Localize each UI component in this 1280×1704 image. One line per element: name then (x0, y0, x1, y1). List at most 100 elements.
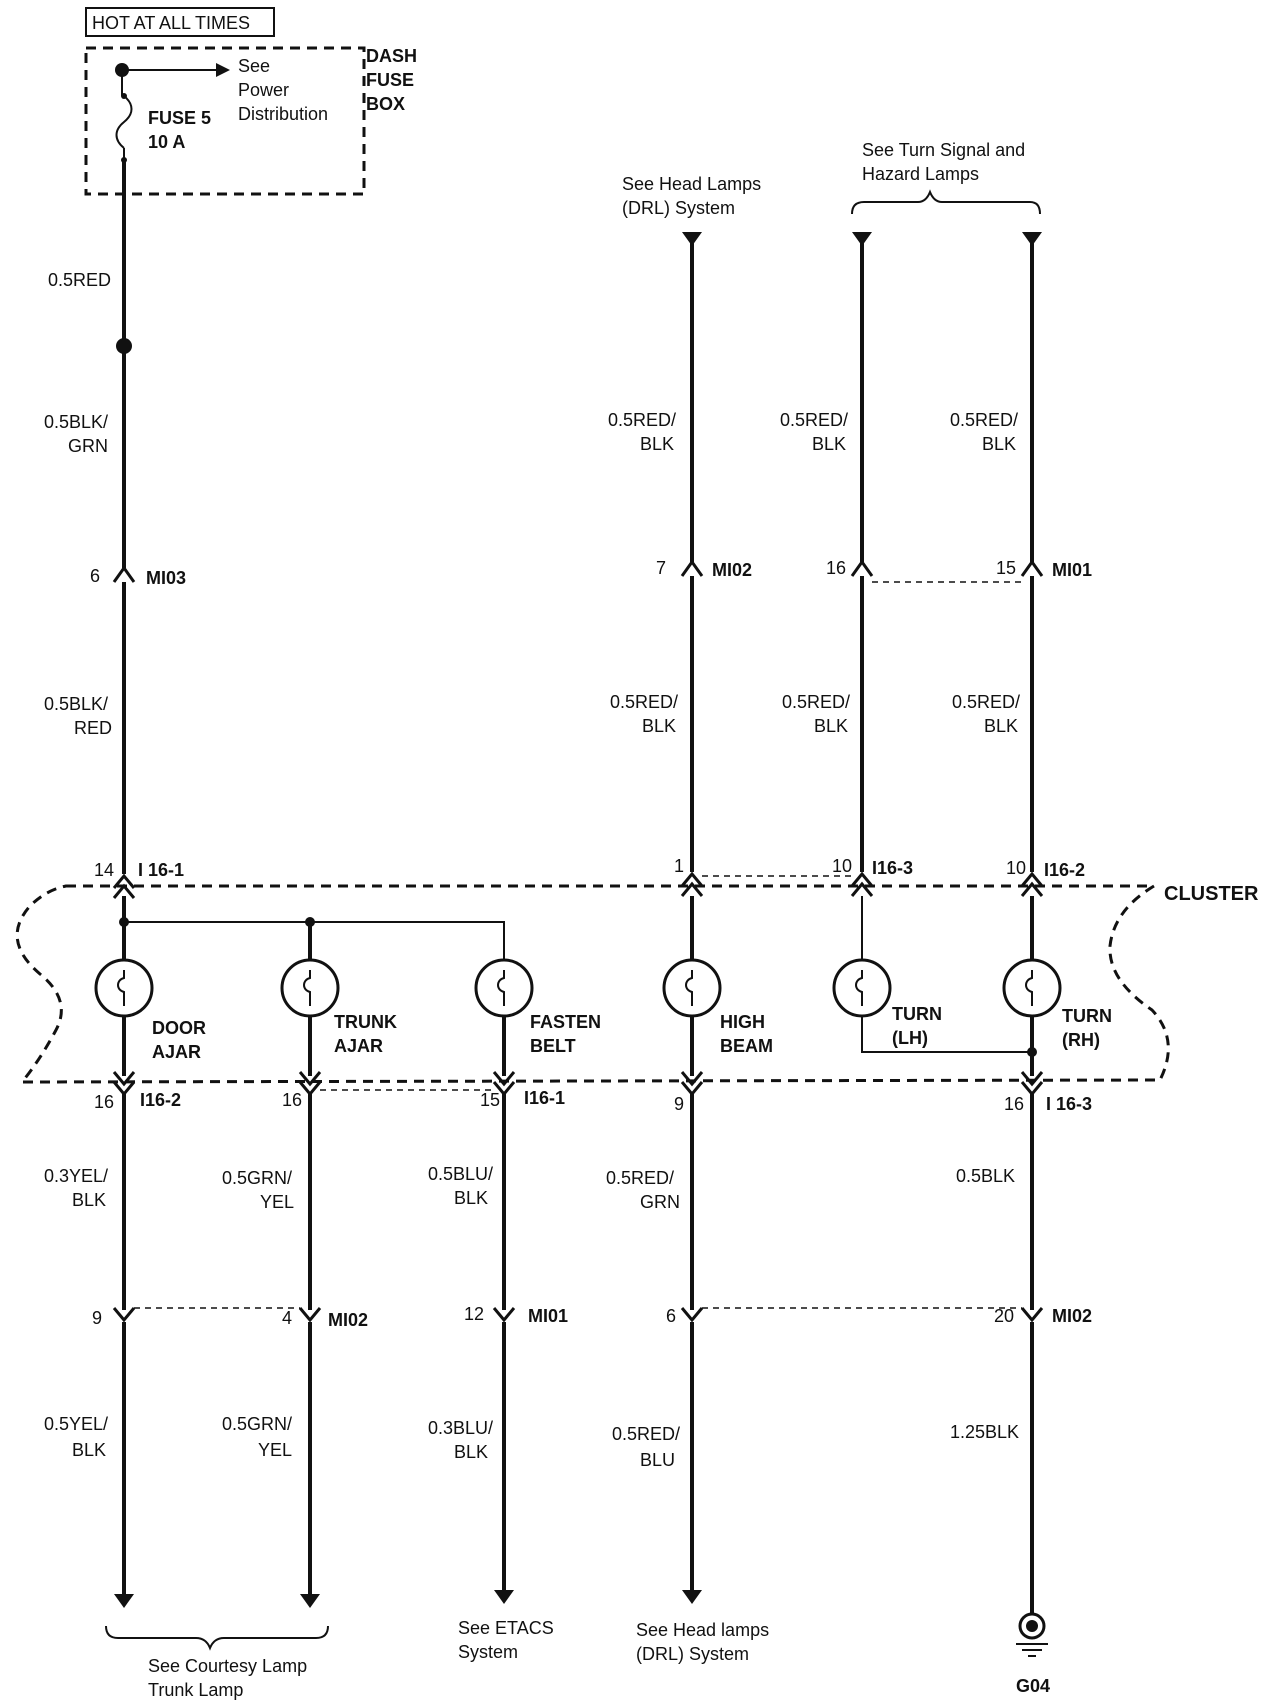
pin-i163-top-b: 10 (832, 856, 852, 876)
lamp-turn-lh (832, 958, 892, 1018)
wire-label-col4a-1: 0.5RED/ (608, 410, 676, 430)
wire-label-col6b-1: 0.5RED/ (952, 692, 1020, 712)
fasten-belt-bulb (474, 958, 534, 1018)
conn-i163-top-b (850, 871, 874, 887)
wire-label-blk-grn-1: 0.5BLK/ (44, 412, 108, 432)
lamp-door-1: DOOR (152, 1018, 206, 1038)
pin-mi02-bot-a: 9 (92, 1308, 102, 1328)
ref-turn-top-2: Hazard Lamps (862, 164, 979, 184)
ref-courtesy-1: See Courtesy Lamp (148, 1656, 307, 1676)
turn-lh-return (861, 1016, 1032, 1053)
fuse-5-element (115, 95, 133, 149)
lamp-turnr-1: TURN (1062, 1006, 1112, 1026)
ref-courtesy-2: Trunk Lamp (148, 1680, 243, 1700)
pin-i163-bot-a: 9 (674, 1094, 684, 1114)
fuse-see-3: Distribution (238, 104, 328, 124)
wire-label-d2a-2: YEL (260, 1192, 294, 1212)
wire-label-0-5red: 0.5RED (48, 270, 111, 290)
pin-mi01-top-l: 16 (826, 558, 846, 578)
fuse-box-label-1: DASH (366, 46, 417, 66)
conn-i162-top-b (1020, 881, 1044, 897)
pin-mi02-bot-b: 4 (282, 1308, 292, 1328)
connector-i162-bot: I16-2 (140, 1090, 181, 1110)
lamp-turn-rh (1002, 958, 1062, 1018)
wire-label-col5a-1: 0.5RED/ (780, 410, 848, 430)
trunk-ajar-bulb (280, 958, 340, 1018)
wire-label-d1a-1: 0.3YEL/ (44, 1166, 108, 1186)
splice-dot (116, 338, 132, 354)
wire-label-d3b-1: 0.3BLU/ (428, 1418, 493, 1438)
hot-label-box (85, 7, 275, 37)
conn-i161-bot-b (492, 1071, 516, 1087)
conn-i163-top-a-b (680, 881, 704, 897)
pin-mi01-top-r: 15 (996, 558, 1016, 578)
lamp-door-ajar (94, 958, 154, 1018)
lamp-fasten-2: BELT (530, 1036, 576, 1056)
bulb-filament-icon (497, 970, 505, 1006)
conn-i163-bot-b (1020, 1071, 1044, 1087)
lower-connectors (112, 1307, 1044, 1323)
connector-mi02-top-symbol (680, 559, 704, 577)
pin-i161-bot-b: 15 (480, 1090, 500, 1110)
lamp-high-1: HIGH (720, 1012, 765, 1032)
bulb-filament-icon (685, 970, 693, 1006)
connector-mi02-bot: MI02 (328, 1310, 368, 1330)
conn-i161-top-b (112, 883, 136, 899)
pin-mi02-top: 7 (656, 558, 666, 578)
lamp-fasten-belt (474, 958, 534, 1018)
bulb-filament-icon (1025, 970, 1033, 1006)
bulb-filament-icon (117, 970, 125, 1006)
conn-i163-top-a (680, 871, 704, 887)
conn-i162-bot (112, 1071, 136, 1087)
ref-head-top-2: (DRL) System (622, 198, 735, 218)
conn-i163-bot-a (680, 1071, 704, 1087)
ground-icon (1016, 1612, 1048, 1657)
lamp-trunk-1: TRUNK (334, 1012, 397, 1032)
wire-label-d2b-1: 0.5GRN/ (222, 1414, 292, 1434)
bulb-filament-icon (303, 970, 311, 1006)
lamp-trunk-ajar (280, 958, 340, 1018)
turn-lh-bulb (832, 958, 892, 1018)
pin-i161-bot-a: 16 (282, 1090, 302, 1110)
power-distribution-arrowhead (216, 63, 230, 77)
wire-label-blk-red-2: RED (74, 718, 112, 738)
pin-mi01-bot: 12 (464, 1304, 484, 1324)
conn-i163-top-b-b (850, 881, 874, 897)
cluster-label: CLUSTER (1164, 883, 1259, 905)
ground-center (1026, 1620, 1038, 1632)
cluster-splice-dot-2 (305, 917, 315, 927)
wire-label-d4a-1: 0.5RED/ (606, 1168, 674, 1188)
high-beam-bulb (662, 958, 722, 1018)
fuse-see-1: See (238, 56, 270, 76)
ref-etacs-2: System (458, 1642, 518, 1662)
lamp-trunk-2: AJAR (334, 1036, 383, 1056)
pin-i161-top: 14 (94, 860, 114, 880)
wire-label-col4a-2: BLK (640, 434, 674, 454)
wire-label-d1b-2: BLK (72, 1440, 106, 1460)
connector-i163-bot: I 16-3 (1046, 1094, 1092, 1114)
wire-label-col5b-2: BLK (814, 716, 848, 736)
wire-label-d2b-2: YEL (258, 1440, 292, 1460)
wire-label-blk-red-1: 0.5BLK/ (44, 694, 108, 714)
pin-mi02-bot2-a: 6 (666, 1306, 676, 1326)
wire-d2-arrow-icon (300, 1594, 320, 1608)
fuse-rating: 10 A (148, 132, 185, 152)
pin-mi02-bot2-b: 20 (994, 1306, 1014, 1326)
conn-mi02-bot-a (112, 1307, 136, 1323)
connector-mi02-top: MI02 (712, 560, 752, 580)
connector-i162-top: I16-2 (1044, 860, 1085, 880)
ref-head-bot-2: (DRL) System (636, 1644, 749, 1664)
connector-i161-top: I 16-1 (138, 860, 184, 880)
lamp-high-2: BEAM (720, 1036, 773, 1056)
conn-i161-bot-a (298, 1071, 322, 1087)
pin-i162-bot: 16 (94, 1092, 114, 1112)
wire-d3-arrow-icon (494, 1590, 514, 1604)
turn-ref-bracket (851, 189, 1041, 215)
wire-label-d4a-2: GRN (640, 1192, 680, 1212)
turn-rh-bulb (1002, 958, 1062, 1018)
connector-mi03-symbol (112, 565, 136, 583)
cluster-bus (124, 921, 505, 960)
fuse-name: FUSE 5 (148, 108, 211, 128)
ground-label: G04 (1016, 1676, 1050, 1696)
wire-label-col5b-1: 0.5RED/ (782, 692, 850, 712)
